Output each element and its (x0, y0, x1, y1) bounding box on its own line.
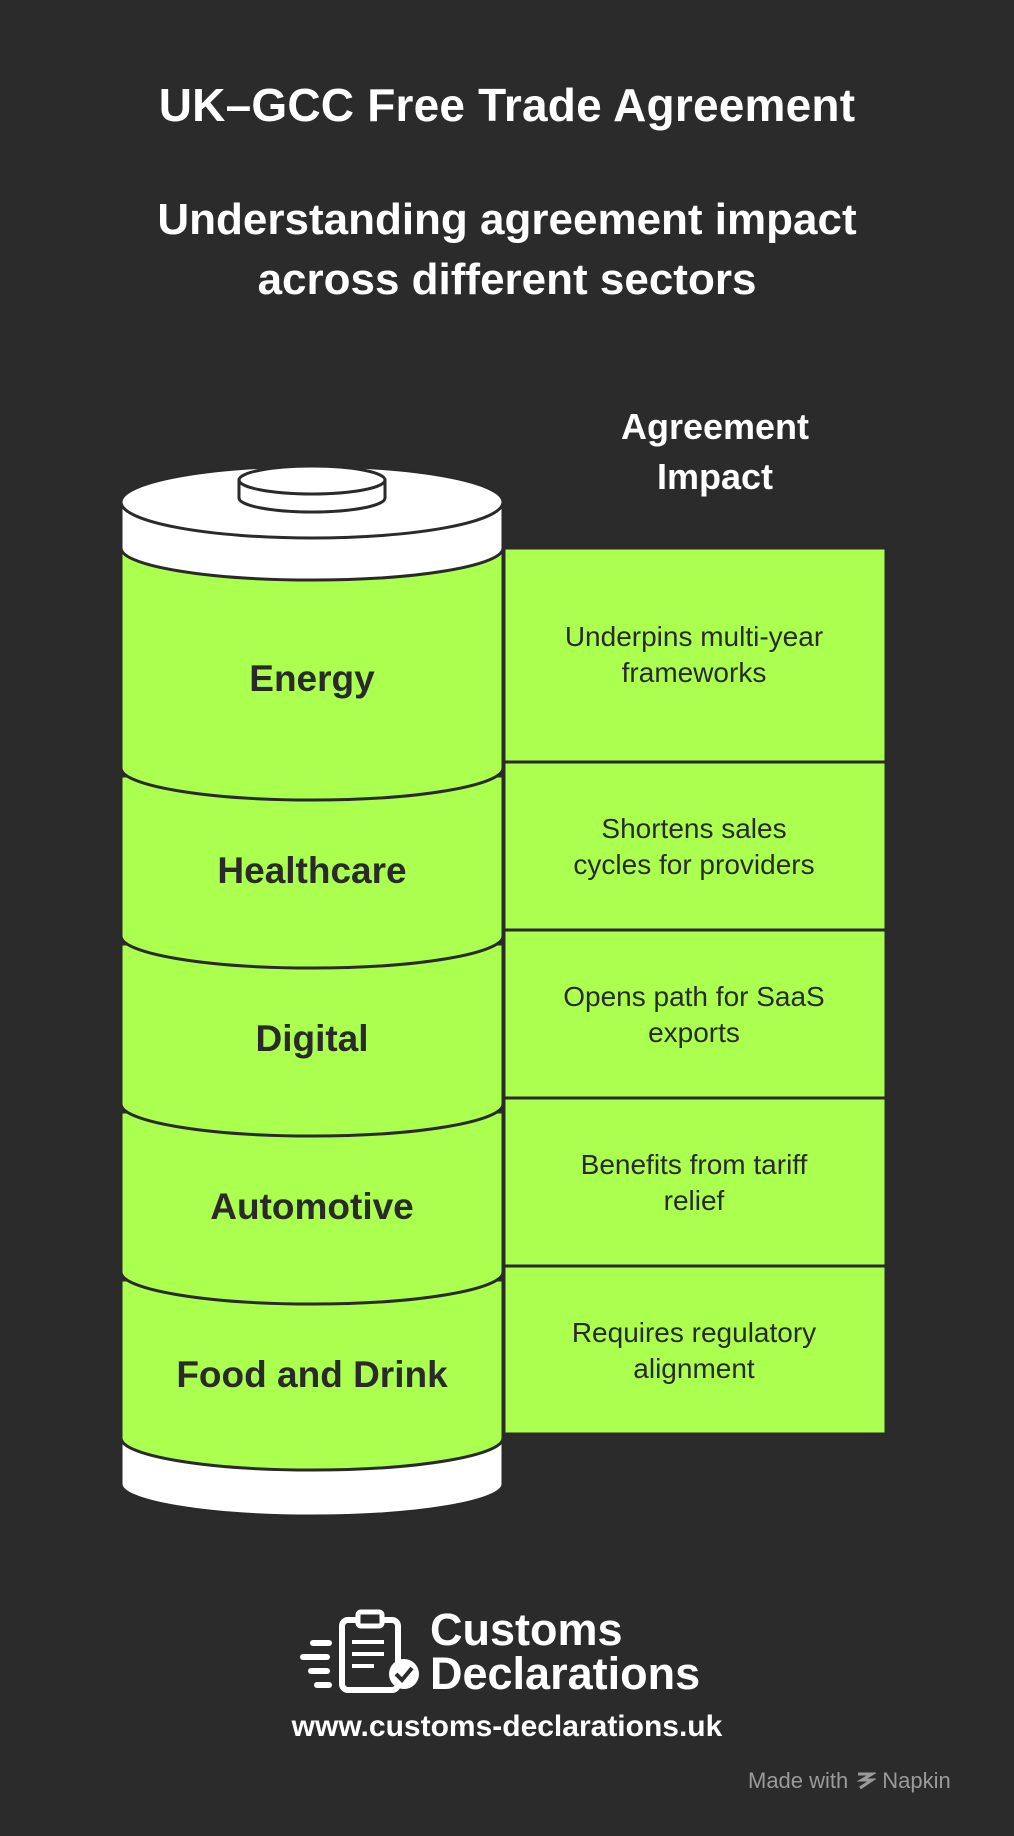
impact-boxes (502, 546, 888, 1436)
battery-terminal-top (237, 464, 387, 496)
battery-segment-digital (119, 942, 505, 1138)
impact-text-food-and-drink: Requires regulatory alignment (506, 1315, 882, 1387)
impact-box-digital (502, 928, 888, 1100)
impact-column-header: Agreement Impact (560, 402, 870, 502)
impact-line: Requires regulatory (571, 1317, 817, 1348)
impact-line: Benefits from tariff (580, 1149, 808, 1180)
napkin-label: Napkin (882, 1768, 951, 1793)
impact-line: Opens path for SaaS (563, 981, 825, 1012)
subtitle-line-1: Understanding agreement impact (157, 195, 857, 244)
impact-text-automotive: Benefits from tariff relief (506, 1147, 882, 1219)
impact-line: Underpins multi-year (564, 621, 824, 652)
website-url[interactable]: www.customs-declarations.uk (291, 1710, 723, 1743)
impact-line: relief (663, 1185, 725, 1216)
impact-header-line-2: Impact (656, 456, 774, 497)
impact-header-line-1: Agreement (620, 406, 810, 447)
made-with-label: Made with (748, 1768, 849, 1793)
subtitle-line-2: across different sectors (257, 255, 757, 304)
battery-segment-food-and-drink (119, 1278, 505, 1472)
brand-name-line-2: Declarations (430, 1648, 701, 1699)
battery-segment-healthcare (119, 774, 505, 970)
page-subtitle: Understanding agreement impact across di… (100, 190, 914, 310)
impact-box-automotive (502, 1096, 888, 1268)
impact-box-healthcare (502, 760, 888, 932)
impact-line: alignment (633, 1353, 755, 1384)
page-title: UK–GCC Free Trade Agreement (158, 79, 856, 131)
sector-label-energy: Energy (249, 658, 375, 699)
impact-line: exports (648, 1017, 740, 1048)
impact-text-healthcare: Shortens sales cycles for providers (506, 811, 882, 883)
made-with-credit[interactable]: Made with Napkin (748, 1768, 951, 1794)
impact-text-energy: Underpins multi-year frameworks (506, 619, 882, 691)
impact-line: frameworks (621, 657, 767, 688)
impact-text-digital: Opens path for SaaS exports (506, 979, 882, 1051)
sector-label-automotive: Automotive (210, 1186, 414, 1227)
sector-label-food-and-drink: Food and Drink (176, 1354, 448, 1395)
napkin-logo-icon (856, 1772, 877, 1790)
clipboard-check-icon (300, 1609, 419, 1693)
battery-segment-energy (119, 538, 505, 802)
impact-line: cycles for providers (573, 849, 815, 880)
sector-label-digital: Digital (255, 1018, 369, 1059)
impact-line: Shortens sales (601, 813, 787, 844)
impact-box-food-and-drink (502, 1264, 888, 1436)
sector-label-healthcare: Healthcare (217, 850, 407, 891)
brand-name-line-1: Customs (430, 1604, 623, 1655)
battery-segment-automotive (119, 1110, 505, 1306)
